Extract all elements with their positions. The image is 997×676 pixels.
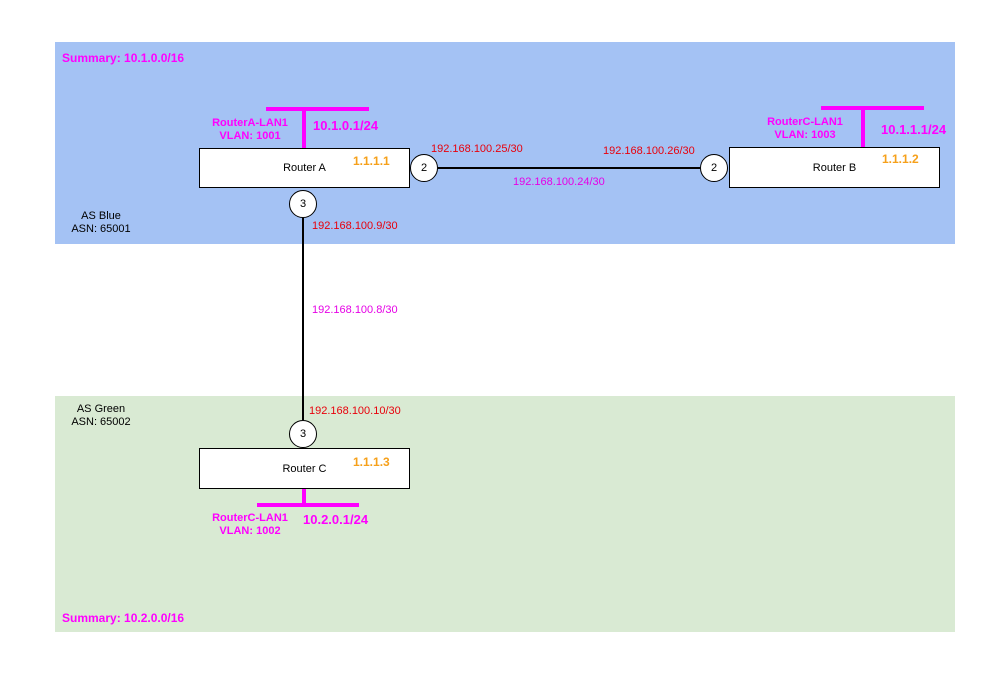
- router-b-lan-segment[interactable]: [821, 106, 924, 110]
- router-a-port-3-ip: 192.168.100.9/30: [312, 220, 398, 232]
- router-b-lan-vlan: VLAN: 1003: [774, 129, 836, 141]
- as-green-asn: ASN: 65002: [71, 416, 131, 428]
- router-c-lan-net: 10.2.0.1/24: [303, 512, 369, 527]
- link-a-c-subnet: 192.168.100.8/30: [312, 304, 398, 316]
- router-b-lan-net: 10.1.1.1/24: [881, 122, 947, 137]
- as-green-label: AS Green ASN: 65002: [56, 403, 146, 429]
- router-b[interactable]: Router B: [729, 147, 940, 188]
- router-a-lan-segment[interactable]: [266, 107, 369, 111]
- as-blue-name: AS Blue: [81, 210, 121, 222]
- router-b-lan-label: RouterC-LAN1 VLAN: 1003: [760, 116, 850, 142]
- router-b-lan-drop: [861, 106, 865, 148]
- router-c-port-3-ip: 192.168.100.10/30: [309, 405, 401, 417]
- as-blue-summary: Summary: 10.1.0.0/16: [62, 51, 185, 65]
- as-green-summary: Summary: 10.2.0.0/16: [62, 611, 185, 625]
- link-a-c[interactable]: [302, 218, 304, 420]
- router-a-lan-name: RouterA-LAN1: [212, 117, 288, 129]
- router-c-lan-name: RouterC-LAN1: [212, 512, 288, 524]
- router-a-id: 1.1.1.1: [353, 154, 390, 168]
- router-c-lan-segment[interactable]: [257, 503, 359, 507]
- router-c-lan-drop: [302, 489, 306, 506]
- link-a-b[interactable]: [438, 167, 700, 169]
- router-a-lan-label: RouterA-LAN1 VLAN: 1001: [205, 117, 295, 143]
- router-c-id: 1.1.1.3: [353, 455, 390, 469]
- router-c-lan-vlan: VLAN: 1002: [219, 525, 281, 537]
- router-a-port-3[interactable]: 3: [289, 190, 317, 218]
- router-a-lan-net: 10.1.0.1/24: [313, 118, 379, 133]
- router-b-id: 1.1.1.2: [882, 152, 919, 166]
- as-green-zone: [55, 396, 955, 632]
- router-a-port-2[interactable]: 2: [410, 154, 438, 182]
- router-b-name: Router B: [812, 161, 857, 174]
- router-a-lan-drop: [302, 107, 306, 148]
- router-a-port-2-ip: 192.168.100.25/30: [431, 143, 523, 155]
- as-green-name: AS Green: [76, 403, 126, 415]
- link-a-b-subnet: 192.168.100.24/30: [513, 176, 605, 188]
- router-c-lan-label: RouterC-LAN1 VLAN: 1002: [205, 512, 295, 538]
- router-a[interactable]: Router A: [199, 148, 410, 188]
- as-blue-zone: [55, 42, 955, 244]
- router-c-port-3[interactable]: 3: [289, 420, 317, 448]
- router-b-port-2[interactable]: 2: [700, 154, 728, 182]
- router-c-name: Router C: [282, 462, 327, 475]
- router-a-name: Router A: [283, 162, 326, 174]
- as-blue-label: AS Blue ASN: 65001: [56, 210, 146, 236]
- as-blue-asn: ASN: 65001: [71, 223, 131, 235]
- router-b-lan-name: RouterC-LAN1: [767, 116, 843, 128]
- router-b-port-2-ip: 192.168.100.26/30: [603, 145, 695, 157]
- router-a-lan-vlan: VLAN: 1001: [219, 130, 281, 142]
- router-c[interactable]: Router C: [199, 448, 410, 489]
